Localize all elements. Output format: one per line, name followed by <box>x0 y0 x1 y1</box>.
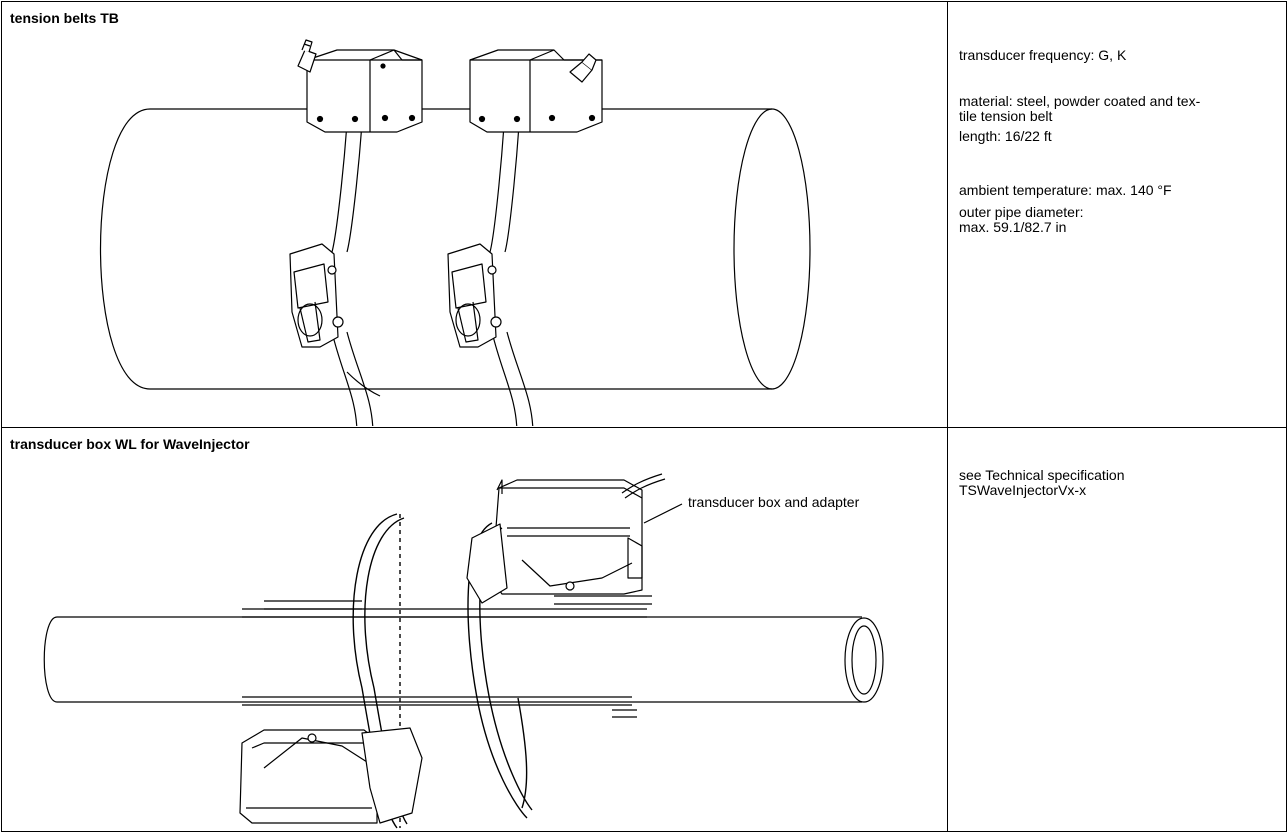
pipe-right-end <box>733 108 811 390</box>
upper-transducer-box <box>491 473 666 595</box>
buckle-2 <box>447 243 502 348</box>
spec-reference-line2: TSWaveInjectorVx-x <box>959 482 1087 498</box>
tension-belt-illustration <box>100 39 811 426</box>
section-heading: tension belts TB <box>10 10 119 26</box>
callout-leader-line <box>643 503 683 524</box>
spec-cell: see Technical specification TSWaveInject… <box>948 428 1286 832</box>
pipe-left-end <box>43 616 58 703</box>
spec-outer-diameter-line1: outer pipe diameter: <box>959 204 1084 220</box>
pipe-left-end <box>100 108 151 390</box>
guide-rods <box>242 595 652 718</box>
pipe-right-end <box>844 617 884 703</box>
transducer-box-1 <box>297 39 423 133</box>
spec-reference-line1: see Technical specification <box>959 467 1125 483</box>
table-row-transducer-box: transducer box WL for WaveInjector <box>2 428 1286 832</box>
adapter-plate-upper <box>466 523 508 604</box>
transducer-box-illustration <box>43 473 884 829</box>
illustration-cell: tension belts TB <box>2 2 948 427</box>
illustration-cell: transducer box WL for WaveInjector <box>2 428 948 832</box>
spec-material-line2: tile tension belt <box>959 108 1053 124</box>
callout-label: transducer box and adapter <box>688 494 860 510</box>
spec-ambient-temperature: ambient temperature: max. 140 °F <box>959 182 1172 198</box>
spec-transducer-frequency: transducer frequency: G, K <box>959 47 1127 63</box>
spec-cell: transducer frequency: G, K material: ste… <box>948 2 1286 427</box>
transducer-box-2 <box>469 49 603 133</box>
adapter-plate-lower <box>361 727 423 824</box>
spec-outer-diameter-line2: max. 59.1/82.7 in <box>959 219 1067 235</box>
buckle-1 <box>289 243 344 348</box>
spec-material-line1: material: steel, powder coated and tex- <box>959 93 1201 109</box>
lower-transducer-box <box>239 729 378 824</box>
spec-length: length: 16/22 ft <box>959 128 1052 144</box>
table-row-tension-belts: tension belts TB <box>2 2 1286 428</box>
section-heading: transducer box WL for WaveInjector <box>10 436 250 452</box>
